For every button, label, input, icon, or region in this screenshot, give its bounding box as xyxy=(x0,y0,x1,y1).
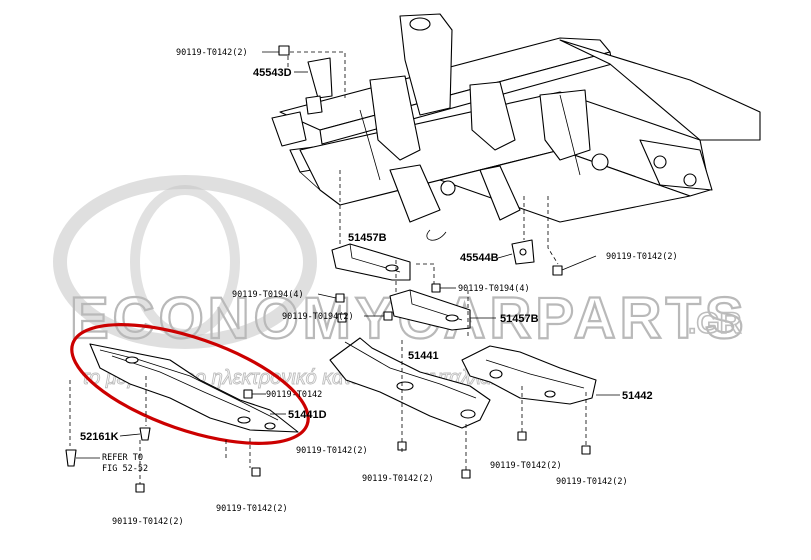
label-t0194-right: 90119-T0194(4) xyxy=(458,284,530,294)
bracket-51457B-top xyxy=(331,170,435,290)
watermark-logo-ring xyxy=(53,175,317,349)
label-bolt-right-bottom: 90119-T0142(2) xyxy=(556,477,628,487)
label-51442: 51442 xyxy=(622,390,653,402)
cover-51441 xyxy=(329,337,491,470)
label-bolt-right-top: 90119-T0142(2) xyxy=(606,252,678,262)
label-bolt-right-low: 90119-T0142(2) xyxy=(490,461,562,471)
label-bolt-bottom-left: 90119-T0142(2) xyxy=(112,517,184,527)
leader-lines xyxy=(76,51,620,459)
label-51457B-bottom: 51457B xyxy=(500,313,539,325)
label-bolt-bottom-mid: 90119-T0142(2) xyxy=(216,504,288,514)
label-bolt-left-mid: 90119-T0194(2) xyxy=(282,312,354,322)
label-51441D: 51441D xyxy=(288,409,327,421)
bracket-45544B-group xyxy=(511,196,563,276)
bracket-45543D-group xyxy=(278,45,346,115)
vehicle-frame xyxy=(271,13,761,241)
cover-51441D xyxy=(69,323,310,484)
label-bolt-top: 90119-T0142(2) xyxy=(176,48,248,58)
label-45544B: 45544B xyxy=(460,252,499,264)
label-bolt-center-low: 90119-T0142(2) xyxy=(296,446,368,456)
label-bolt-center-bottom: 90119-T0142(2) xyxy=(362,474,434,484)
highlight-ellipse xyxy=(70,323,310,445)
cover-51442 xyxy=(461,290,597,446)
bracket-51457B-bottom xyxy=(389,260,471,331)
label-51457B-top: 51457B xyxy=(348,232,387,244)
label-52161K: 52161K xyxy=(80,431,119,443)
label-bolt-under-left-panel: 90119-T0142 xyxy=(266,390,322,400)
part-labels: 90119-T0142(2) 45543D 51457B 45544B 9011… xyxy=(80,48,678,527)
label-t0194-left: 90119-T0194(4) xyxy=(232,290,304,300)
watermark-suffix: .GR xyxy=(688,307,742,340)
bolt-symbols xyxy=(65,283,591,493)
label-refer-line2: FIG 52-52 xyxy=(102,464,148,474)
label-refer-line1: REFER TO xyxy=(102,453,143,463)
watermark: ECONOMYCARPARTS .GR το μεγαλύτερο ηλεκτρ… xyxy=(53,175,745,389)
label-45543D: 45543D xyxy=(253,67,292,79)
label-51441: 51441 xyxy=(408,350,439,362)
